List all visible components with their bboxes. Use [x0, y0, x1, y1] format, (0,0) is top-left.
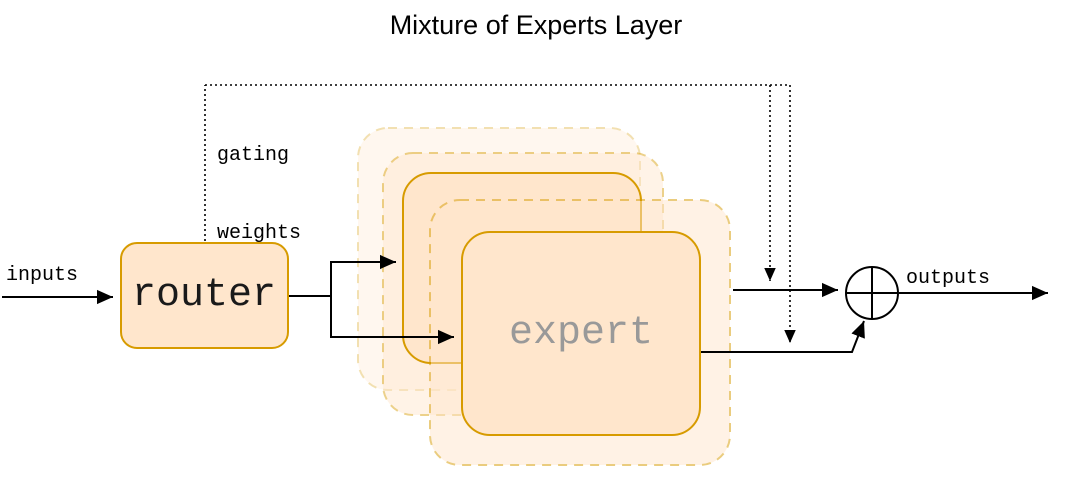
expert-node — [461, 231, 701, 436]
expert-stack — [357, 127, 731, 466]
router-to-expert-top-arrow — [289, 254, 396, 297]
expert-label: expert — [508, 311, 654, 356]
expert-output-bottom-arrow — [701, 320, 865, 353]
diagram-title: Mixture of Experts Layer — [389, 10, 683, 40]
router-node — [120, 242, 289, 349]
gating-weights-path — [204, 84, 796, 343]
router-to-expert-bottom-arrow — [330, 296, 454, 345]
router-label: router — [131, 272, 277, 318]
sum-node — [845, 266, 899, 320]
plus-icon — [846, 267, 898, 319]
inputs-label: inputs — [6, 264, 79, 287]
gating-weights-line-1: gating — [217, 144, 290, 167]
gating-weights-line-2: weights — [217, 222, 302, 245]
gating-weights-label: gating weights — [217, 91, 301, 299]
outputs-label: outputs — [906, 267, 991, 290]
